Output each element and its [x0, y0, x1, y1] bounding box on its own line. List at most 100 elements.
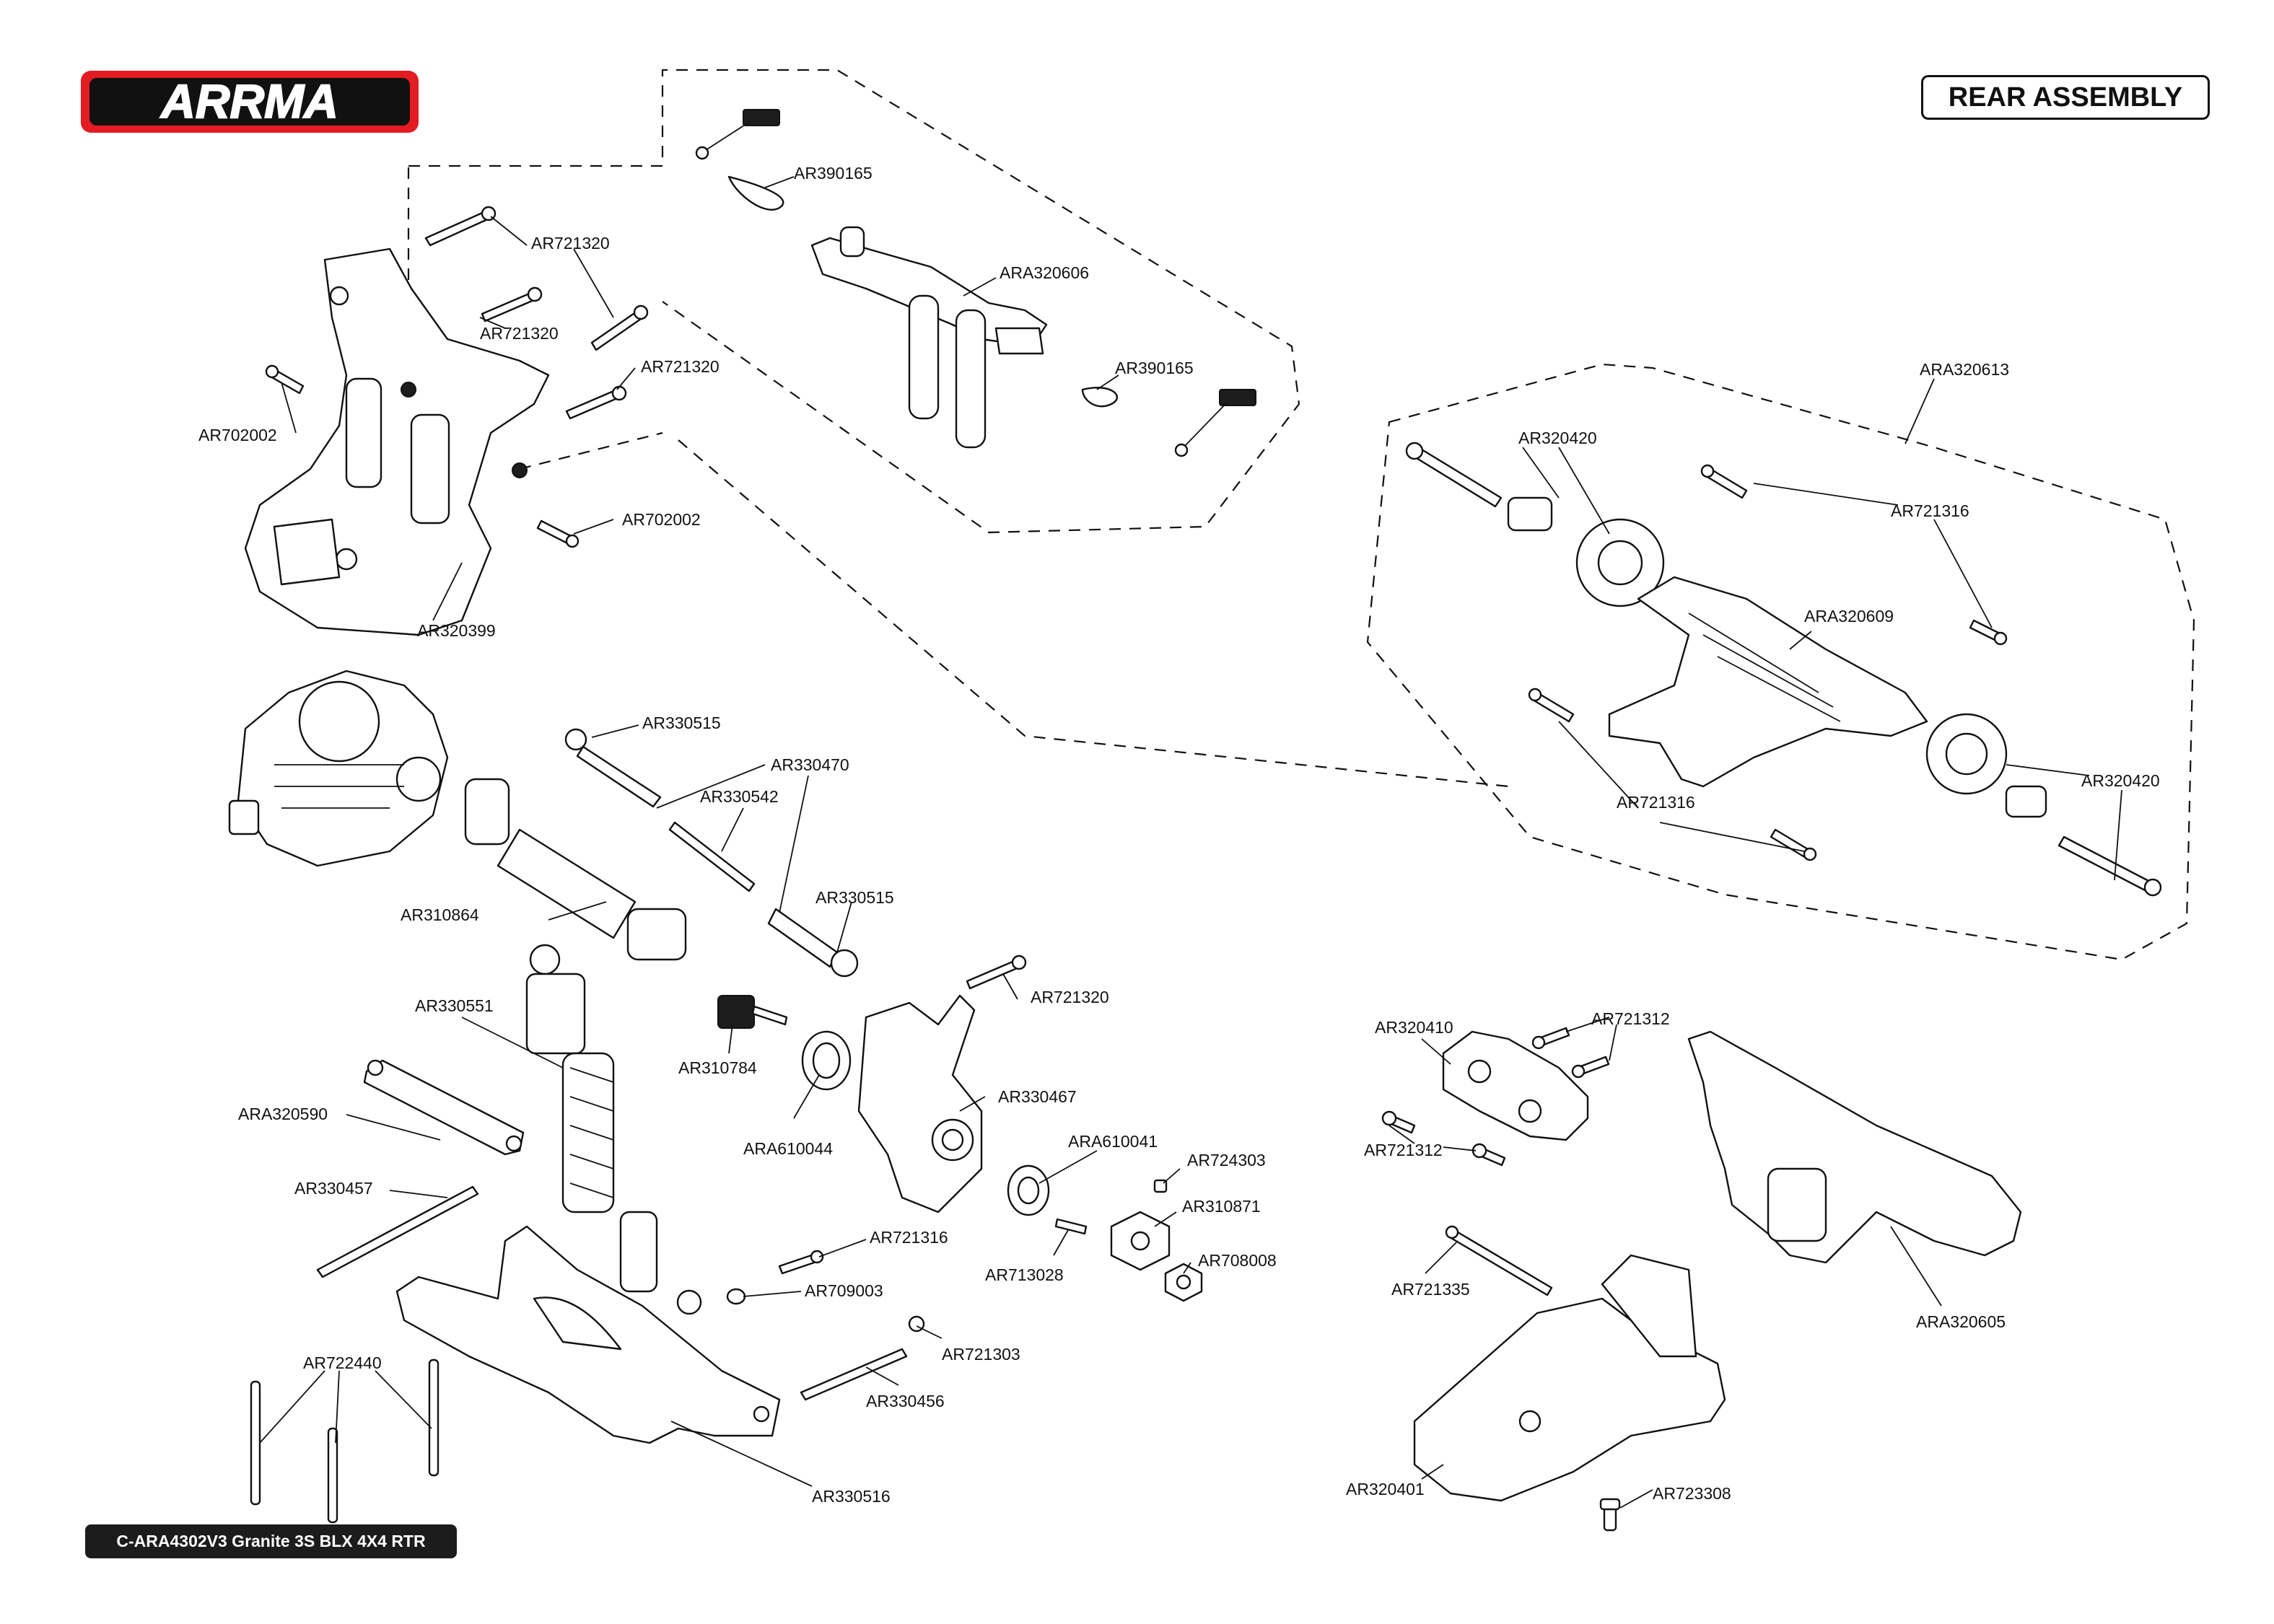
label-ara320606: ARA320606: [1000, 263, 1089, 282]
label-ar330542: AR330542: [700, 787, 779, 806]
label-ar702002-a: AR702002: [198, 426, 277, 444]
label-ar721320-d: AR721320: [1031, 988, 1109, 1006]
label-ar330457: AR330457: [294, 1179, 373, 1198]
shock-tower: [244, 247, 550, 636]
label-ar330551: AR330551: [415, 996, 494, 1015]
label-ar390165-right: AR390165: [1115, 359, 1194, 377]
label-ar713028: AR713028: [985, 1265, 1064, 1284]
body-clip-right: [1081, 387, 1256, 457]
label-ar721303: AR721303: [942, 1345, 1020, 1364]
output-cup: [717, 995, 788, 1029]
label-ar721320-b: AR721320: [480, 324, 559, 343]
label-ar708008: AR708008: [1198, 1251, 1277, 1270]
hinge-pin-ar330456: [800, 1348, 908, 1401]
pin-ar721320-d: [565, 385, 627, 420]
label-ar721316-b: AR721316: [1617, 793, 1695, 812]
body-post-mount: [810, 226, 1048, 449]
bearing-ara610044: [801, 1030, 852, 1091]
label-ara610041: ARA610041: [1068, 1132, 1158, 1151]
label-ar310784: AR310784: [678, 1058, 757, 1077]
wing-mount-ara320609: [1608, 576, 1928, 788]
screw-ar721312-c: [1381, 1110, 1416, 1134]
lower-arm-ar330516: [395, 1225, 781, 1444]
label-ar320401: AR320401: [1346, 1480, 1425, 1498]
label-ar330456: AR330456: [866, 1392, 945, 1410]
label-ar330467: AR330467: [998, 1087, 1077, 1106]
screw-ar721312-b: [1571, 1055, 1610, 1079]
body-clip-left: [695, 109, 784, 211]
label-ar320420-a: AR320420: [1518, 429, 1597, 447]
label-ar320410: AR320410: [1375, 1018, 1453, 1037]
wing-group-outline: [1366, 363, 2195, 961]
leader-lines: [259, 176, 2122, 1509]
label-ara320613: ARA320613: [1920, 360, 2009, 379]
label-ar310871: AR310871: [1182, 1197, 1261, 1216]
pin-ar721335: [1445, 1225, 1553, 1296]
pin-ar721320-b: [481, 286, 543, 322]
screw-ar721316-d: [1770, 828, 1817, 861]
driveshaft: [464, 778, 687, 961]
wing-pin-ar320420-b: [2005, 785, 2162, 897]
label-ar330515-b: AR330515: [815, 888, 894, 907]
nut-ar708008: [1164, 1263, 1203, 1302]
wing-wheel-b: [1925, 713, 2008, 795]
label-ara320605: ARA320605: [1916, 1312, 2006, 1331]
hex-hub-ar310871: [1110, 1211, 1171, 1271]
rear-hub-carrier: [857, 994, 983, 1213]
wing-pin-ar320420-a: [1405, 442, 1553, 532]
label-ar330516: AR330516: [812, 1487, 891, 1506]
wing-wheel-a: [1575, 518, 1665, 607]
skid-plate-ar320401: [1413, 1254, 1726, 1502]
washer-ar709003: [726, 1288, 746, 1305]
label-ara320609: ARA320609: [1804, 607, 1894, 626]
label-ar723308: AR723308: [1653, 1484, 1731, 1503]
label-ar330470: AR330470: [771, 755, 849, 774]
body-mount-group-outline: [408, 69, 1300, 534]
label-ara320590: ARA320590: [238, 1105, 328, 1123]
screw-ar721316-lower: [778, 1250, 824, 1275]
label-ar320420-b: AR320420: [2081, 771, 2160, 790]
label-ar721320-a: AR721320: [531, 234, 610, 253]
label-ar724303: AR724303: [1187, 1151, 1266, 1169]
label-ar722440: AR722440: [303, 1353, 382, 1372]
label-ar721316-c: AR721316: [870, 1228, 948, 1247]
bearing-ara610041: [1007, 1164, 1050, 1216]
label-ar709003: AR709003: [805, 1281, 883, 1300]
shock-absorber: [525, 944, 702, 1315]
screws-ar722440: [250, 1359, 440, 1524]
label-ar721320-c: AR721320: [641, 357, 720, 376]
model-badge: C-ARA4302V3 Granite 3S BLX 4X4 RTR: [85, 1524, 457, 1558]
screw-ar721316-a: [1700, 464, 1748, 499]
arrma-logo: ARRMA: [81, 71, 419, 133]
screw-ar721312-d: [1471, 1143, 1506, 1167]
screw-ar721316-b: [1969, 619, 2008, 646]
pin-ar713028: [1054, 1218, 1088, 1235]
part-labels: AR390165 ARA320606 AR390165 AR721320 AR7…: [198, 164, 2160, 1506]
label-ar721335: AR721335: [1391, 1280, 1470, 1299]
pin-ar721320-e: [966, 954, 1027, 990]
label-ar721312-b: AR721312: [1364, 1141, 1443, 1159]
screw-ar702002-a: [265, 364, 305, 395]
bumper-ara320605: [1687, 1030, 2022, 1264]
screw-ar723308: [1599, 1498, 1621, 1532]
pin-ar721320-a: [424, 206, 497, 247]
label-ara610044: ARA610044: [743, 1139, 833, 1158]
screw-ar721316-c: [1528, 688, 1575, 723]
label-ar330515-a: AR330515: [642, 714, 721, 732]
label-ar320399: AR320399: [417, 621, 496, 640]
turnbuckle-end-a: [564, 728, 662, 808]
screw-ar721312-a: [1531, 1027, 1570, 1050]
turnbuckle-rod: [668, 821, 756, 892]
logo-text: ARRMA: [159, 74, 338, 128]
page-title: REAR ASSEMBLY: [1921, 75, 2210, 120]
pin-ar721320-c: [590, 304, 649, 351]
hinge-pin-ar330457: [316, 1185, 479, 1278]
differential: [228, 670, 449, 867]
chassis-link-outline: [407, 167, 1509, 788]
screw-ar702002-b: [536, 519, 580, 548]
label-ar721312-a: AR721312: [1591, 1009, 1670, 1028]
turnbuckle-end-b: [767, 908, 859, 978]
label-ar310864: AR310864: [401, 905, 479, 924]
